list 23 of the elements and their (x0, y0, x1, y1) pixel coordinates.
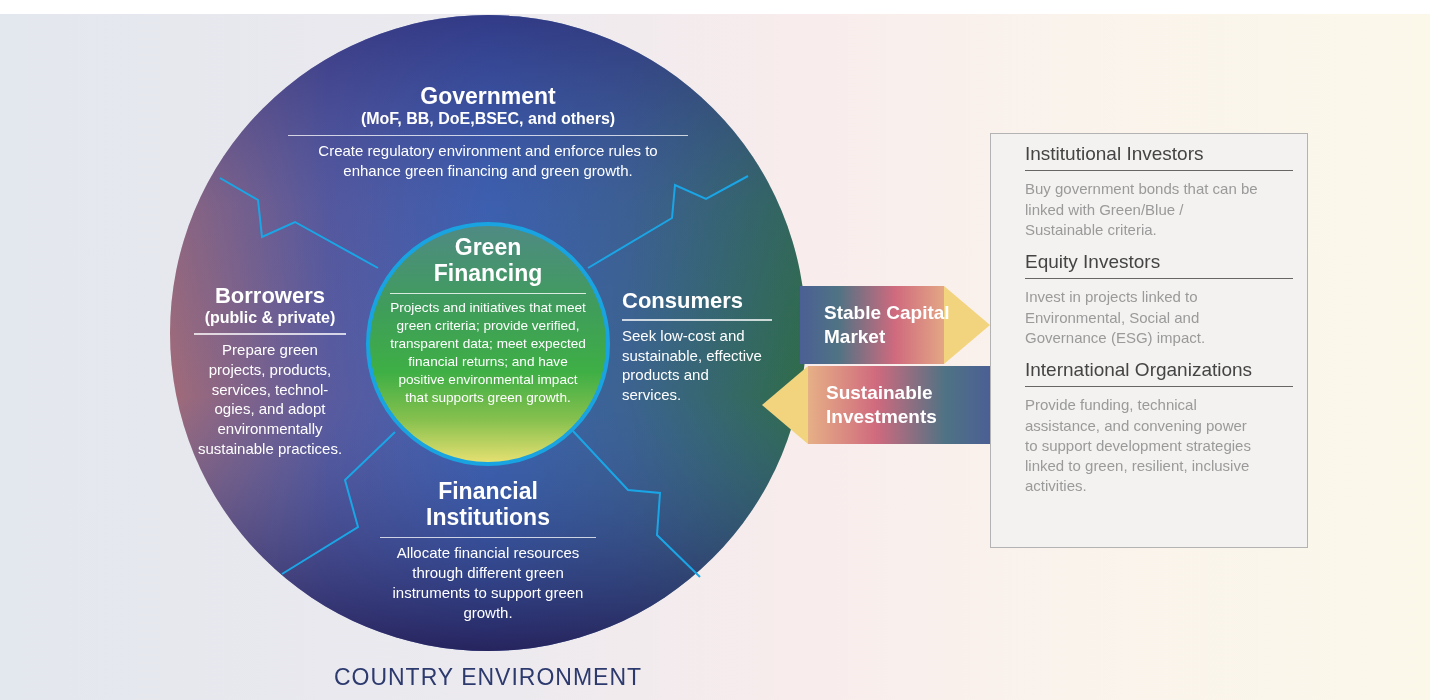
item-description: Buy government bonds that can be linked with Green/Blue / Sustainable criteria. (1025, 180, 1258, 238)
segment-description: Prepare green projects, products, services, technol- ogies, and adopt environmentally sustainable practices. (197, 341, 343, 457)
item-heading: International Organizations (1025, 359, 1253, 380)
item-description: Invest in projects linked to Environmental, Social and Governance (ESG) impact. (1025, 288, 1206, 346)
segment-description: Create regulatory environment and enforce rules to enhance green financing and green growth. (318, 142, 658, 179)
segment-title: Government (420, 83, 556, 109)
investor-panel (990, 133, 1308, 548)
item-heading: Equity Investors (1025, 251, 1161, 272)
circle-caption: COUNTRY ENVIRONMENT (333, 664, 643, 690)
chevron-arrow (762, 366, 990, 444)
item-description: Provide funding, technical assistance, and convening power to support development strategies linked to green, resilient, inclusive activities. (1025, 396, 1251, 495)
segment-description: Seek low-cost and sustainable, effective products and services. (622, 326, 762, 404)
segment-description: Projects and initiatives that meet green criteria; provide verified, transparent data; meet expected financial returns; and have positive environmental impact that supports green growth. (390, 300, 586, 406)
segment-title: Green Financing (433, 234, 543, 287)
segment-title: Borrowers (214, 283, 325, 308)
item-heading: Institutional Investors (1025, 143, 1204, 164)
chevron-arrow (800, 286, 990, 364)
segment-subtitle: (MoF, BB, DoE,BSEC, and others) (360, 110, 616, 128)
segment-subtitle: (public & private) (204, 309, 336, 327)
segment-title: Financial Institutions (426, 478, 550, 531)
segment-text-group (380, 478, 596, 623)
segment-description: Allocate financial resources through different green instruments to support green growth. (392, 544, 584, 621)
segment-title: Consumers (622, 288, 744, 313)
